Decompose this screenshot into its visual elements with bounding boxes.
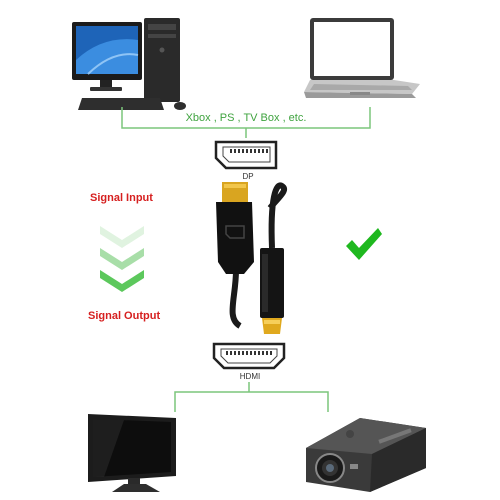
chevron-down-icon: [98, 222, 146, 294]
output-bracket-line: [0, 380, 500, 420]
checkmark-icon: [344, 226, 384, 262]
dp-port-label: DP: [242, 172, 254, 181]
source-bracket-line: [0, 0, 500, 140]
signal-output-label: Signal Output: [88, 310, 161, 322]
hdmi-port-icon: [212, 342, 286, 370]
monitor-icon: [84, 412, 188, 496]
signal-input-label: Signal Input: [90, 192, 153, 204]
desktop-computer-icon: [68, 10, 196, 110]
projector-icon: [300, 412, 430, 496]
source-devices-caption: Xbox , PS , TV Box , etc.: [160, 112, 332, 125]
displayport-port-icon: [214, 140, 278, 170]
hdmi-port-label: HDMI: [239, 372, 261, 381]
displayport-to-hdmi-cable-icon: [200, 178, 300, 342]
laptop-icon: [300, 14, 420, 110]
